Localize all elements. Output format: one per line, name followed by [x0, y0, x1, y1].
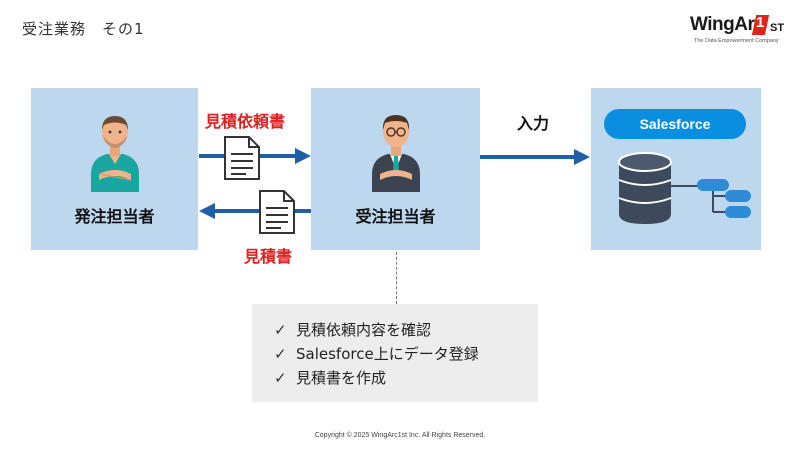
task-item: ✓ 見積依頼内容を確認: [274, 318, 538, 342]
receiver-box: 受注担当者: [311, 88, 480, 250]
task-text: Salesforce上にデータ登録: [296, 345, 479, 363]
client-person-icon: [91, 116, 139, 192]
task-text: 見積書を作成: [296, 369, 387, 387]
request-label: 見積依頼書: [205, 112, 286, 131]
dashed-connector: [396, 252, 397, 304]
quote-document-icon: [259, 190, 295, 234]
salesforce-badge: Salesforce: [604, 109, 746, 139]
input-label: 入力: [517, 114, 550, 133]
request-document-icon: [224, 136, 260, 180]
quote-label: 見積書: [244, 247, 293, 266]
checkmark-icon: ✓: [274, 345, 287, 363]
checkmark-icon: ✓: [274, 369, 287, 387]
task-text: 見積依頼内容を確認: [296, 321, 432, 339]
client-box: 発注担当者: [31, 88, 198, 250]
logo-tagline: The Data Empowerment Company: [694, 38, 779, 44]
receiver-person-icon: [372, 115, 420, 192]
task-list: ✓ 見積依頼内容を確認 ✓ Salesforce上にデータ登録 ✓ 見積書を作成: [252, 304, 538, 402]
slide-title: 受注業務 その1: [22, 20, 145, 38]
company-logo: WingArc 1 ST The Data Empowerment Compan…: [690, 14, 790, 50]
logo-wordmark: WingArc: [690, 14, 765, 35]
database-icon: [618, 152, 751, 224]
logo-suffix: ST: [770, 22, 785, 34]
salesforce-box: [591, 88, 761, 250]
client-label: 発注担当者: [74, 207, 155, 226]
copyright-footer: Copyright © 2025 WingArc1st Inc. All Rig…: [314, 432, 486, 439]
receiver-label: 受注担当者: [355, 207, 436, 226]
input-arrow: [480, 149, 590, 165]
logo-badge-number: 1: [756, 14, 765, 31]
task-item: ✓ 見積書を作成: [274, 366, 538, 390]
task-item: ✓ Salesforce上にデータ登録: [274, 342, 538, 366]
checkmark-icon: ✓: [274, 321, 287, 339]
